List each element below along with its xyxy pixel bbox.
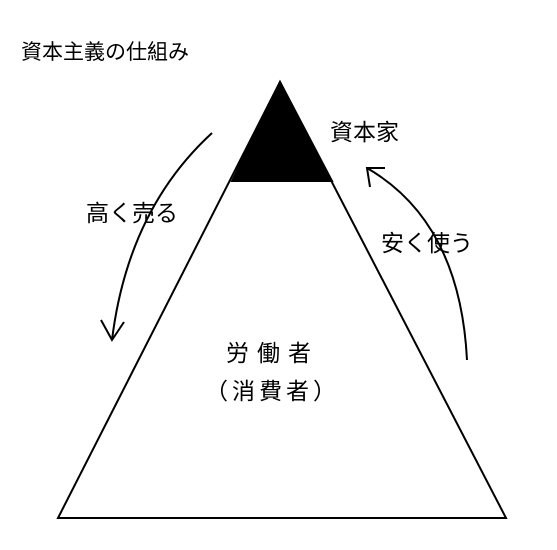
sell-high-label: 高く売る bbox=[86, 201, 178, 227]
consumer-label: （消費者） bbox=[205, 379, 340, 405]
right-curved-arrow bbox=[366, 167, 468, 361]
pyramid-outline bbox=[56, 79, 508, 519]
worker-label: 労働者 bbox=[226, 341, 319, 367]
right-arrowhead bbox=[365, 167, 385, 188]
left-arrowhead bbox=[100, 319, 125, 342]
left-curved-arrow bbox=[111, 132, 213, 341]
use-cheap-label: 安く使う bbox=[381, 231, 473, 257]
capitalist-label: 資本家 bbox=[330, 120, 399, 146]
diagram-title: 資本主義の仕組み bbox=[21, 40, 189, 64]
pyramid-apex bbox=[230, 79, 334, 182]
